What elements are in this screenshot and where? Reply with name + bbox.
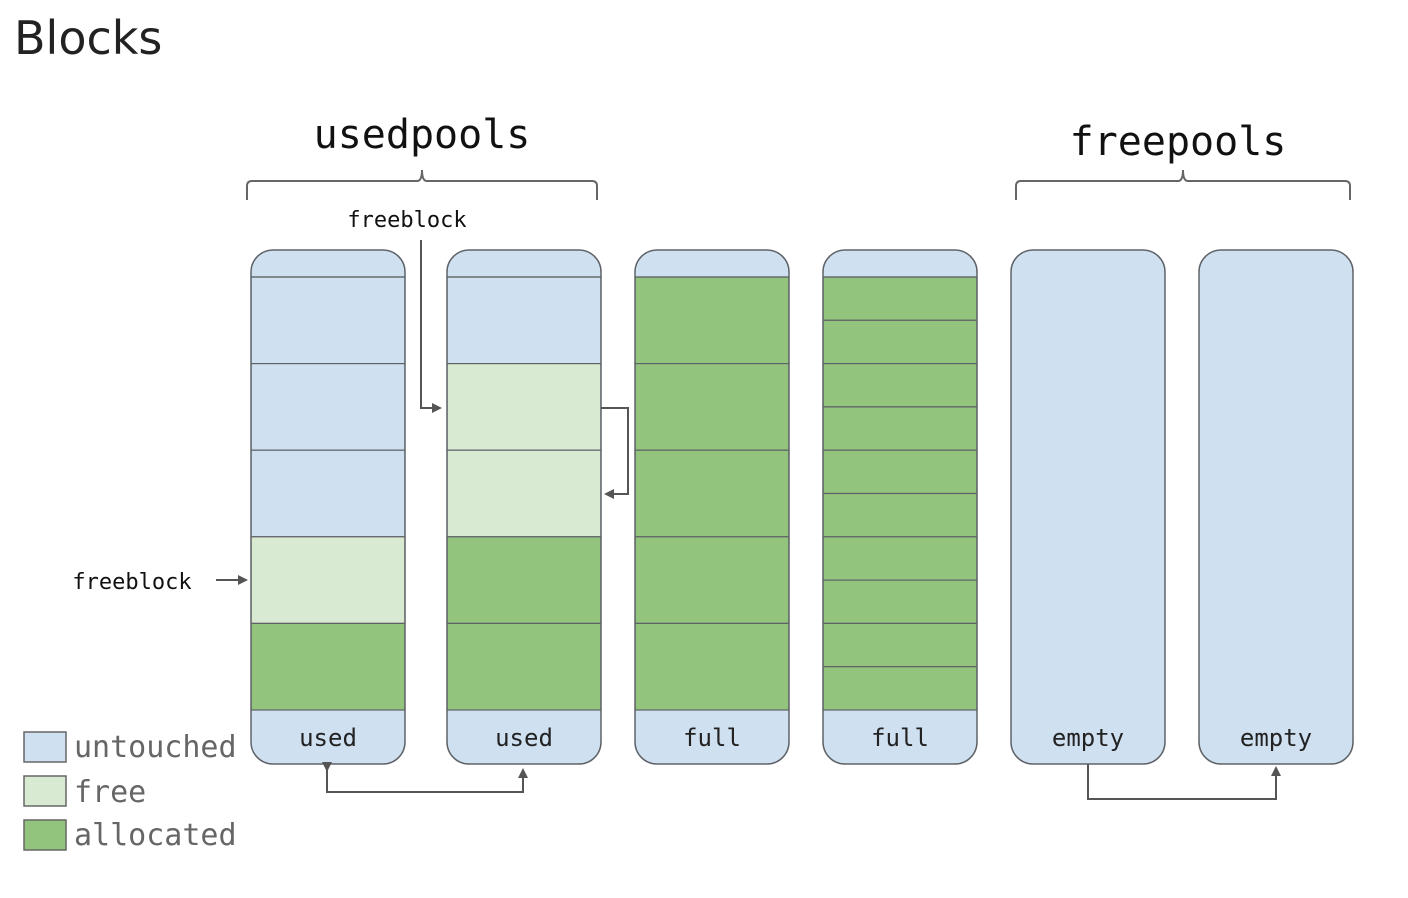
block-allocated [823, 406, 977, 451]
free-list-link-arrow [601, 407, 629, 499]
legend-label-untouched: untouched [74, 730, 237, 765]
block-untouched [251, 449, 405, 538]
legend-label-allocated: allocated [74, 818, 237, 853]
page-title: Blocks [14, 11, 163, 65]
legend: untouched free allocated [23, 730, 237, 853]
pool: used [446, 249, 602, 765]
block-allocated [251, 622, 405, 711]
block-untouched [447, 276, 601, 365]
pool: full [822, 249, 978, 765]
pool-outline [634, 249, 790, 765]
freeblock-top-arrow [420, 240, 442, 413]
block-allocated [635, 622, 789, 711]
freeblock-top-label: freeblock [347, 208, 466, 233]
freepools-brace [1015, 169, 1351, 200]
block-allocated [447, 622, 601, 711]
block-allocated [823, 579, 977, 624]
pool: used [250, 249, 406, 765]
block-untouched [251, 363, 405, 451]
pool-state-label: full [871, 724, 929, 752]
block-allocated [823, 363, 977, 408]
block-allocated [823, 449, 977, 495]
block-allocated [823, 319, 977, 365]
block-allocated [635, 363, 789, 451]
usedpools-label: usedpools [314, 112, 531, 158]
usedpools-link-arrow [322, 762, 528, 793]
freeblock-left-label: freeblock [72, 570, 191, 595]
pool-state-label: empty [1240, 724, 1312, 752]
pool: empty [1198, 249, 1354, 765]
legend-swatch-allocated [23, 819, 67, 851]
block-allocated [447, 536, 601, 624]
pools: used used full full empty empty [250, 249, 1354, 765]
block-allocated [635, 536, 789, 624]
block-allocated [823, 276, 977, 321]
block-allocated [823, 492, 977, 538]
freepools-link-arrow [1087, 764, 1281, 800]
pool-outline [1198, 249, 1354, 765]
legend-swatch-free [23, 775, 67, 807]
block-allocated [635, 449, 789, 538]
pool-state-label: used [299, 724, 357, 752]
freepools-label: freepools [1070, 119, 1287, 165]
pool-state-label: used [495, 724, 553, 752]
pool-background [1011, 250, 1165, 764]
pool: empty [1010, 249, 1166, 765]
pool-background [1199, 250, 1353, 764]
block-free [447, 449, 601, 538]
pool-outline [822, 249, 978, 765]
block-allocated [823, 666, 977, 711]
block-allocated [635, 276, 789, 365]
usedpools-brace [246, 169, 598, 200]
block-free [251, 536, 405, 624]
pool-state-label: full [683, 724, 741, 752]
block-untouched [251, 276, 405, 365]
legend-swatch-untouched [23, 731, 67, 763]
pool-state-label: empty [1052, 724, 1124, 752]
pool: full [634, 249, 790, 765]
block-allocated [823, 622, 977, 668]
block-free [447, 363, 601, 451]
legend-label-free: free [74, 775, 146, 810]
block-allocated [823, 536, 977, 581]
